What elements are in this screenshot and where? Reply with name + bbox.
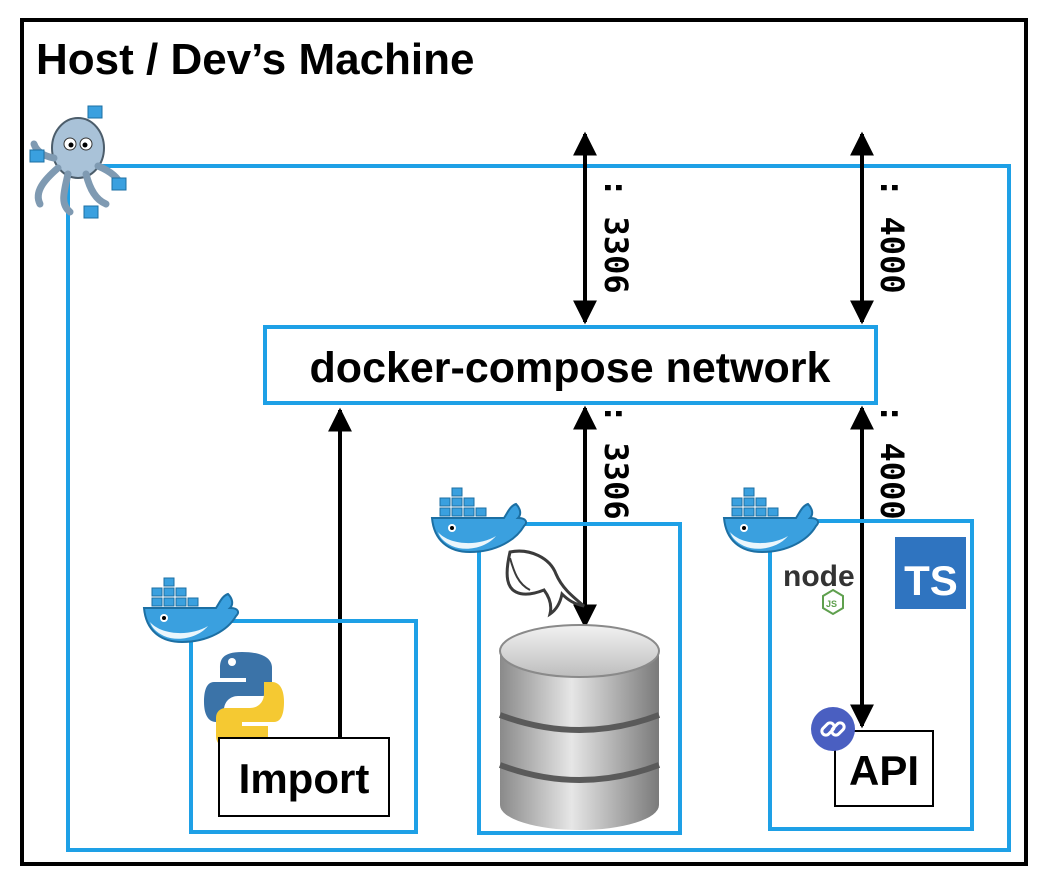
host-title: Host / Dev’s Machine: [36, 35, 475, 84]
host-db-port-label: : 3306: [597, 178, 635, 294]
import-box: [218, 737, 390, 817]
api-container: [768, 519, 974, 831]
svg-text:node: node: [783, 560, 855, 593]
python-icon: [204, 652, 284, 752]
link-icon: [811, 707, 855, 751]
database-cylinder-icon: [498, 624, 661, 830]
import-label: Import: [239, 755, 370, 802]
nodejs-icon: node JS: [783, 560, 855, 616]
import-docker-whale-icon: [143, 577, 239, 643]
docker-compose-octopus-icon: [29, 105, 127, 219]
docker-compose-network-box: [263, 325, 878, 405]
api-docker-whale-icon: [723, 487, 819, 553]
host-api-port-label: : 4000: [873, 178, 911, 294]
database-container: [477, 522, 682, 835]
import-container: [189, 619, 418, 834]
api-box: [834, 730, 934, 807]
typescript-icon: [895, 537, 966, 609]
host-machine-frame: [20, 18, 1028, 866]
net-db-port-label: : 3306: [597, 404, 635, 520]
typescript-badge-label: TS: [904, 557, 958, 604]
svg-text:JS: JS: [826, 599, 837, 609]
database-docker-whale-icon: [431, 487, 527, 553]
mysql-dolphin-icon: [505, 549, 585, 618]
api-label: API: [849, 747, 919, 794]
net-api-port-label: : 4000: [873, 404, 911, 520]
network-label: docker-compose network: [310, 344, 831, 392]
compose-environment-frame: [66, 164, 1011, 852]
